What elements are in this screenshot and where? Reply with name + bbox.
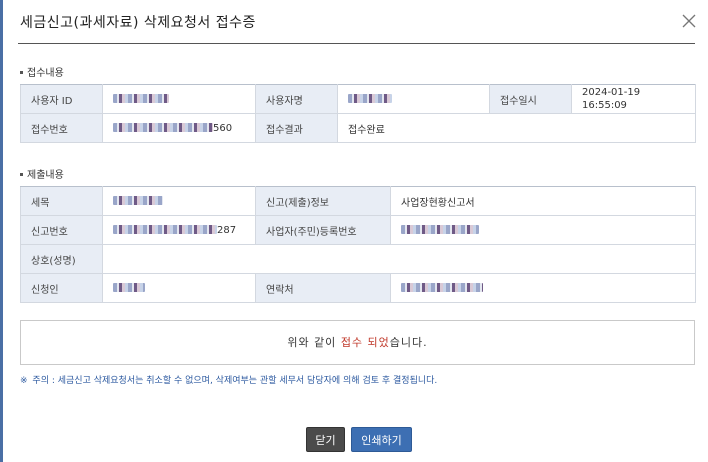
- biz-reg-no-label: 사업자(주민)등록번호: [255, 215, 391, 245]
- table-row: 신청인 연락처: [20, 273, 696, 303]
- table-row: 접수번호 560 접수결과 접수완료: [20, 113, 696, 143]
- table-row: 상호(성명): [20, 244, 696, 274]
- report-info-label: 신고(제출)정보: [255, 186, 391, 216]
- confirmation-message: 위와 같이 접수 되었습니다.: [20, 320, 695, 365]
- submission-section-title: 제출내용: [20, 166, 64, 181]
- notice-text-before: 위와 같이: [287, 336, 337, 349]
- caution-note: ※ 주의 : 세금신고 삭제요청서는 취소할 수 없으며, 삭제여부는 관할 세…: [20, 373, 437, 386]
- masked-value: [113, 123, 213, 132]
- report-no-value: 287: [102, 215, 256, 245]
- company-value: [102, 244, 696, 274]
- masked-value: [113, 94, 169, 103]
- masked-value: [113, 283, 145, 292]
- table-row: 세목 신고(제출)정보 사업장현황신고서: [20, 186, 696, 216]
- notice-text-after: 습니다.: [389, 336, 428, 349]
- table-row: 사용자 ID 사용자명 접수일시 2024-01-19 16:55:09: [20, 84, 696, 114]
- bullet-icon: [20, 70, 23, 74]
- report-no-label: 신고번호: [20, 215, 103, 245]
- masked-value: [113, 196, 163, 205]
- window-left-edge: [0, 0, 3, 462]
- biz-reg-no-value: [390, 215, 696, 245]
- title-divider: [18, 43, 695, 44]
- masked-value: [401, 225, 479, 234]
- applicant-value: [102, 273, 256, 303]
- receipt-section-title: 접수내용: [20, 64, 64, 79]
- submission-table: 세목 신고(제출)정보 사업장현황신고서 신고번호 287 사업자(주민)등록번…: [20, 186, 696, 303]
- receipt-no-value: 560: [102, 113, 256, 143]
- company-label: 상호(성명): [20, 244, 103, 274]
- received-at-label: 접수일시: [489, 84, 572, 114]
- notice-text-highlight: 접수 되었: [340, 336, 390, 349]
- user-name-value: [337, 84, 490, 114]
- report-info-value: 사업장현황신고서: [390, 186, 696, 216]
- user-name-label: 사용자명: [255, 84, 338, 114]
- received-at-value: 2024-01-19 16:55:09: [571, 84, 696, 114]
- reference-mark-icon: ※: [20, 376, 28, 386]
- receipt-table: 사용자 ID 사용자명 접수일시 2024-01-19 16:55:09 접수번…: [20, 84, 696, 143]
- masked-value: [348, 94, 392, 103]
- caution-text: 주의 : 세금신고 삭제요청서는 취소할 수 없으며, 삭제여부는 관할 세무서…: [32, 376, 438, 386]
- dialog-title: 세금신고(과세자료) 삭제요청서 접수증: [20, 15, 256, 31]
- masked-value: [113, 225, 217, 234]
- close-dialog-button[interactable]: 닫기: [306, 427, 345, 452]
- bullet-icon: [20, 172, 23, 176]
- result-value: 접수완료: [337, 113, 696, 143]
- contact-label: 연락처: [255, 273, 391, 303]
- tax-item-label: 세목: [20, 186, 103, 216]
- table-row: 신고번호 287 사업자(주민)등록번호: [20, 215, 696, 245]
- applicant-label: 신청인: [20, 273, 103, 303]
- user-id-value: [102, 84, 256, 114]
- receipt-no-suffix: 560: [213, 122, 233, 134]
- masked-value: [401, 283, 483, 292]
- print-button[interactable]: 인쇄하기: [351, 427, 412, 452]
- tax-item-value: [102, 186, 256, 216]
- report-no-suffix: 287: [217, 224, 237, 236]
- result-label: 접수결과: [255, 113, 338, 143]
- contact-value: [390, 273, 696, 303]
- close-icon: [682, 14, 696, 28]
- user-id-label: 사용자 ID: [20, 84, 103, 114]
- close-button[interactable]: [679, 11, 699, 31]
- receipt-no-label: 접수번호: [20, 113, 103, 143]
